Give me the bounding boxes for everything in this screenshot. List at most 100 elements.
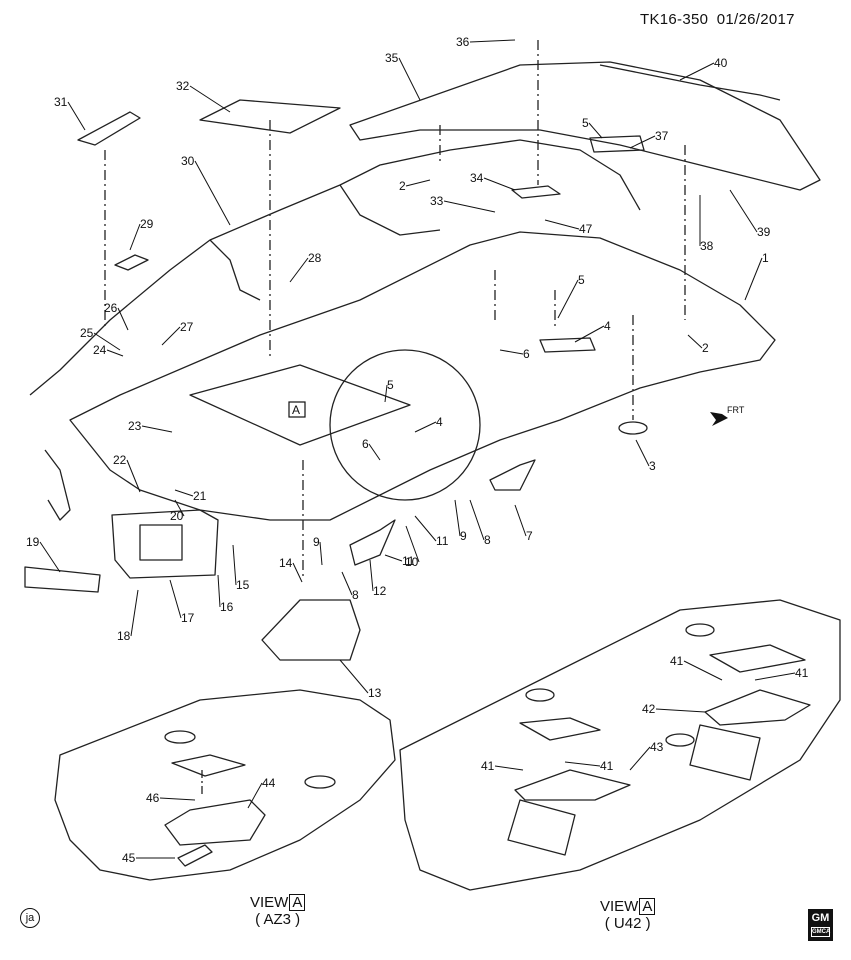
callout-leader bbox=[141, 425, 173, 433]
view-u42-option: ( U42 ) bbox=[604, 915, 651, 932]
callout-leader bbox=[93, 332, 121, 351]
callout-leader bbox=[443, 200, 496, 213]
callout-leader bbox=[232, 544, 237, 586]
gm-logo: GM GMCA bbox=[808, 909, 833, 941]
callout-leader bbox=[369, 559, 374, 592]
view-a-box: A bbox=[288, 401, 306, 418]
callout-leader bbox=[564, 761, 601, 767]
callout-leader bbox=[247, 782, 263, 809]
callout-leader bbox=[398, 57, 421, 101]
callout-number: 33 bbox=[430, 194, 444, 208]
callout-leader bbox=[683, 660, 723, 681]
callout-number: 9 bbox=[460, 529, 467, 543]
callout-number: 11 bbox=[436, 534, 449, 548]
callout-number: 5 bbox=[387, 378, 394, 392]
callout-leader bbox=[117, 307, 129, 331]
callout-leader bbox=[494, 765, 524, 771]
callout-number: 21 bbox=[193, 489, 207, 503]
callout-leader bbox=[655, 708, 706, 713]
callout-number: 1 bbox=[762, 251, 769, 265]
callout-number: 43 bbox=[650, 740, 664, 754]
callout-number: 13 bbox=[368, 686, 382, 700]
callout-number: 8 bbox=[352, 588, 359, 602]
callout-number: 18 bbox=[117, 629, 131, 643]
doc-code: TK16-350 bbox=[640, 11, 709, 28]
callout-number: 6 bbox=[362, 437, 369, 451]
callout-number: 22 bbox=[113, 453, 127, 467]
callout-number: 34 bbox=[470, 171, 484, 185]
callout-number: 46 bbox=[146, 791, 160, 805]
callout-number: 9 bbox=[313, 535, 320, 549]
callout-leader bbox=[469, 39, 516, 43]
callout-number: 19 bbox=[26, 535, 40, 549]
callout-leader bbox=[483, 177, 516, 191]
callout-number: 44 bbox=[262, 776, 276, 790]
header-doc-info: TK16-350 01/26/2017 bbox=[640, 11, 795, 28]
callout-leader bbox=[368, 443, 381, 461]
front-arrow-label: FRT bbox=[727, 405, 745, 415]
callout-leader bbox=[189, 85, 231, 113]
callout-leader bbox=[292, 562, 303, 583]
callout-number: 5 bbox=[582, 116, 589, 130]
callout-number: 42 bbox=[642, 702, 656, 716]
callout-number: 37 bbox=[655, 129, 669, 143]
gm-logo-brand: GM bbox=[811, 912, 830, 924]
callout-leader bbox=[414, 515, 437, 542]
callout-number: 41 bbox=[600, 759, 614, 773]
callout-leader bbox=[339, 659, 369, 694]
callout-number: 29 bbox=[140, 217, 154, 231]
callout-number: 2 bbox=[702, 341, 709, 355]
callout-number: 40 bbox=[714, 56, 728, 70]
callout-leader bbox=[129, 223, 141, 251]
callout-number: 11 bbox=[402, 554, 415, 568]
callout-number: 4 bbox=[604, 319, 611, 333]
headliner-outline bbox=[24, 40, 841, 891]
callout-number: 20 bbox=[170, 509, 184, 523]
callout-number: 4 bbox=[436, 415, 443, 429]
callout-leader bbox=[289, 257, 309, 283]
callout-leader bbox=[174, 499, 185, 517]
callout-number: 38 bbox=[700, 239, 714, 253]
callout-leader bbox=[384, 384, 388, 403]
callout-number: 14 bbox=[279, 556, 293, 570]
callout-number: 47 bbox=[579, 222, 593, 236]
callout-leader bbox=[635, 439, 650, 467]
callout-number: 7 bbox=[526, 529, 533, 543]
ja-stamp: ja bbox=[20, 908, 40, 928]
callout-number: 32 bbox=[176, 79, 190, 93]
callout-leader bbox=[414, 421, 437, 433]
view-az3-prefix: VIEW bbox=[250, 894, 289, 911]
gm-logo-sub: GMCA bbox=[811, 927, 831, 937]
callout-number: 12 bbox=[373, 584, 387, 598]
callout-leader bbox=[341, 571, 353, 596]
callout-leader bbox=[194, 160, 231, 226]
callout-leader bbox=[405, 179, 431, 187]
callout-number: 27 bbox=[180, 320, 194, 334]
callout-leader bbox=[729, 189, 758, 233]
callout-number: 15 bbox=[236, 578, 250, 592]
callout-leader bbox=[174, 489, 194, 497]
callout-leader bbox=[159, 797, 196, 801]
callout-number: 23 bbox=[128, 419, 142, 433]
callout-number: 28 bbox=[308, 251, 322, 265]
callout-number: 6 bbox=[523, 347, 530, 361]
callout-leader bbox=[687, 334, 703, 349]
doc-date: 01/26/2017 bbox=[716, 11, 795, 28]
callout-number: 2 bbox=[399, 179, 406, 193]
callout-leader bbox=[744, 257, 763, 301]
callout-number: 45 bbox=[122, 851, 136, 865]
front-arrow: FRT bbox=[710, 405, 745, 426]
callout-leader bbox=[574, 325, 605, 343]
callout-number: 16 bbox=[220, 600, 234, 614]
callout-number: 10 bbox=[405, 555, 419, 569]
callout-number: 17 bbox=[181, 611, 195, 625]
callout-number: 41 bbox=[481, 759, 495, 773]
callout-leader bbox=[130, 589, 139, 637]
callout-leader bbox=[384, 554, 403, 562]
callout-leader bbox=[161, 326, 181, 346]
callout-number: 41 bbox=[670, 654, 684, 668]
callout-leader bbox=[499, 349, 524, 355]
callout-leader bbox=[319, 541, 323, 566]
callout-leader bbox=[544, 219, 580, 230]
